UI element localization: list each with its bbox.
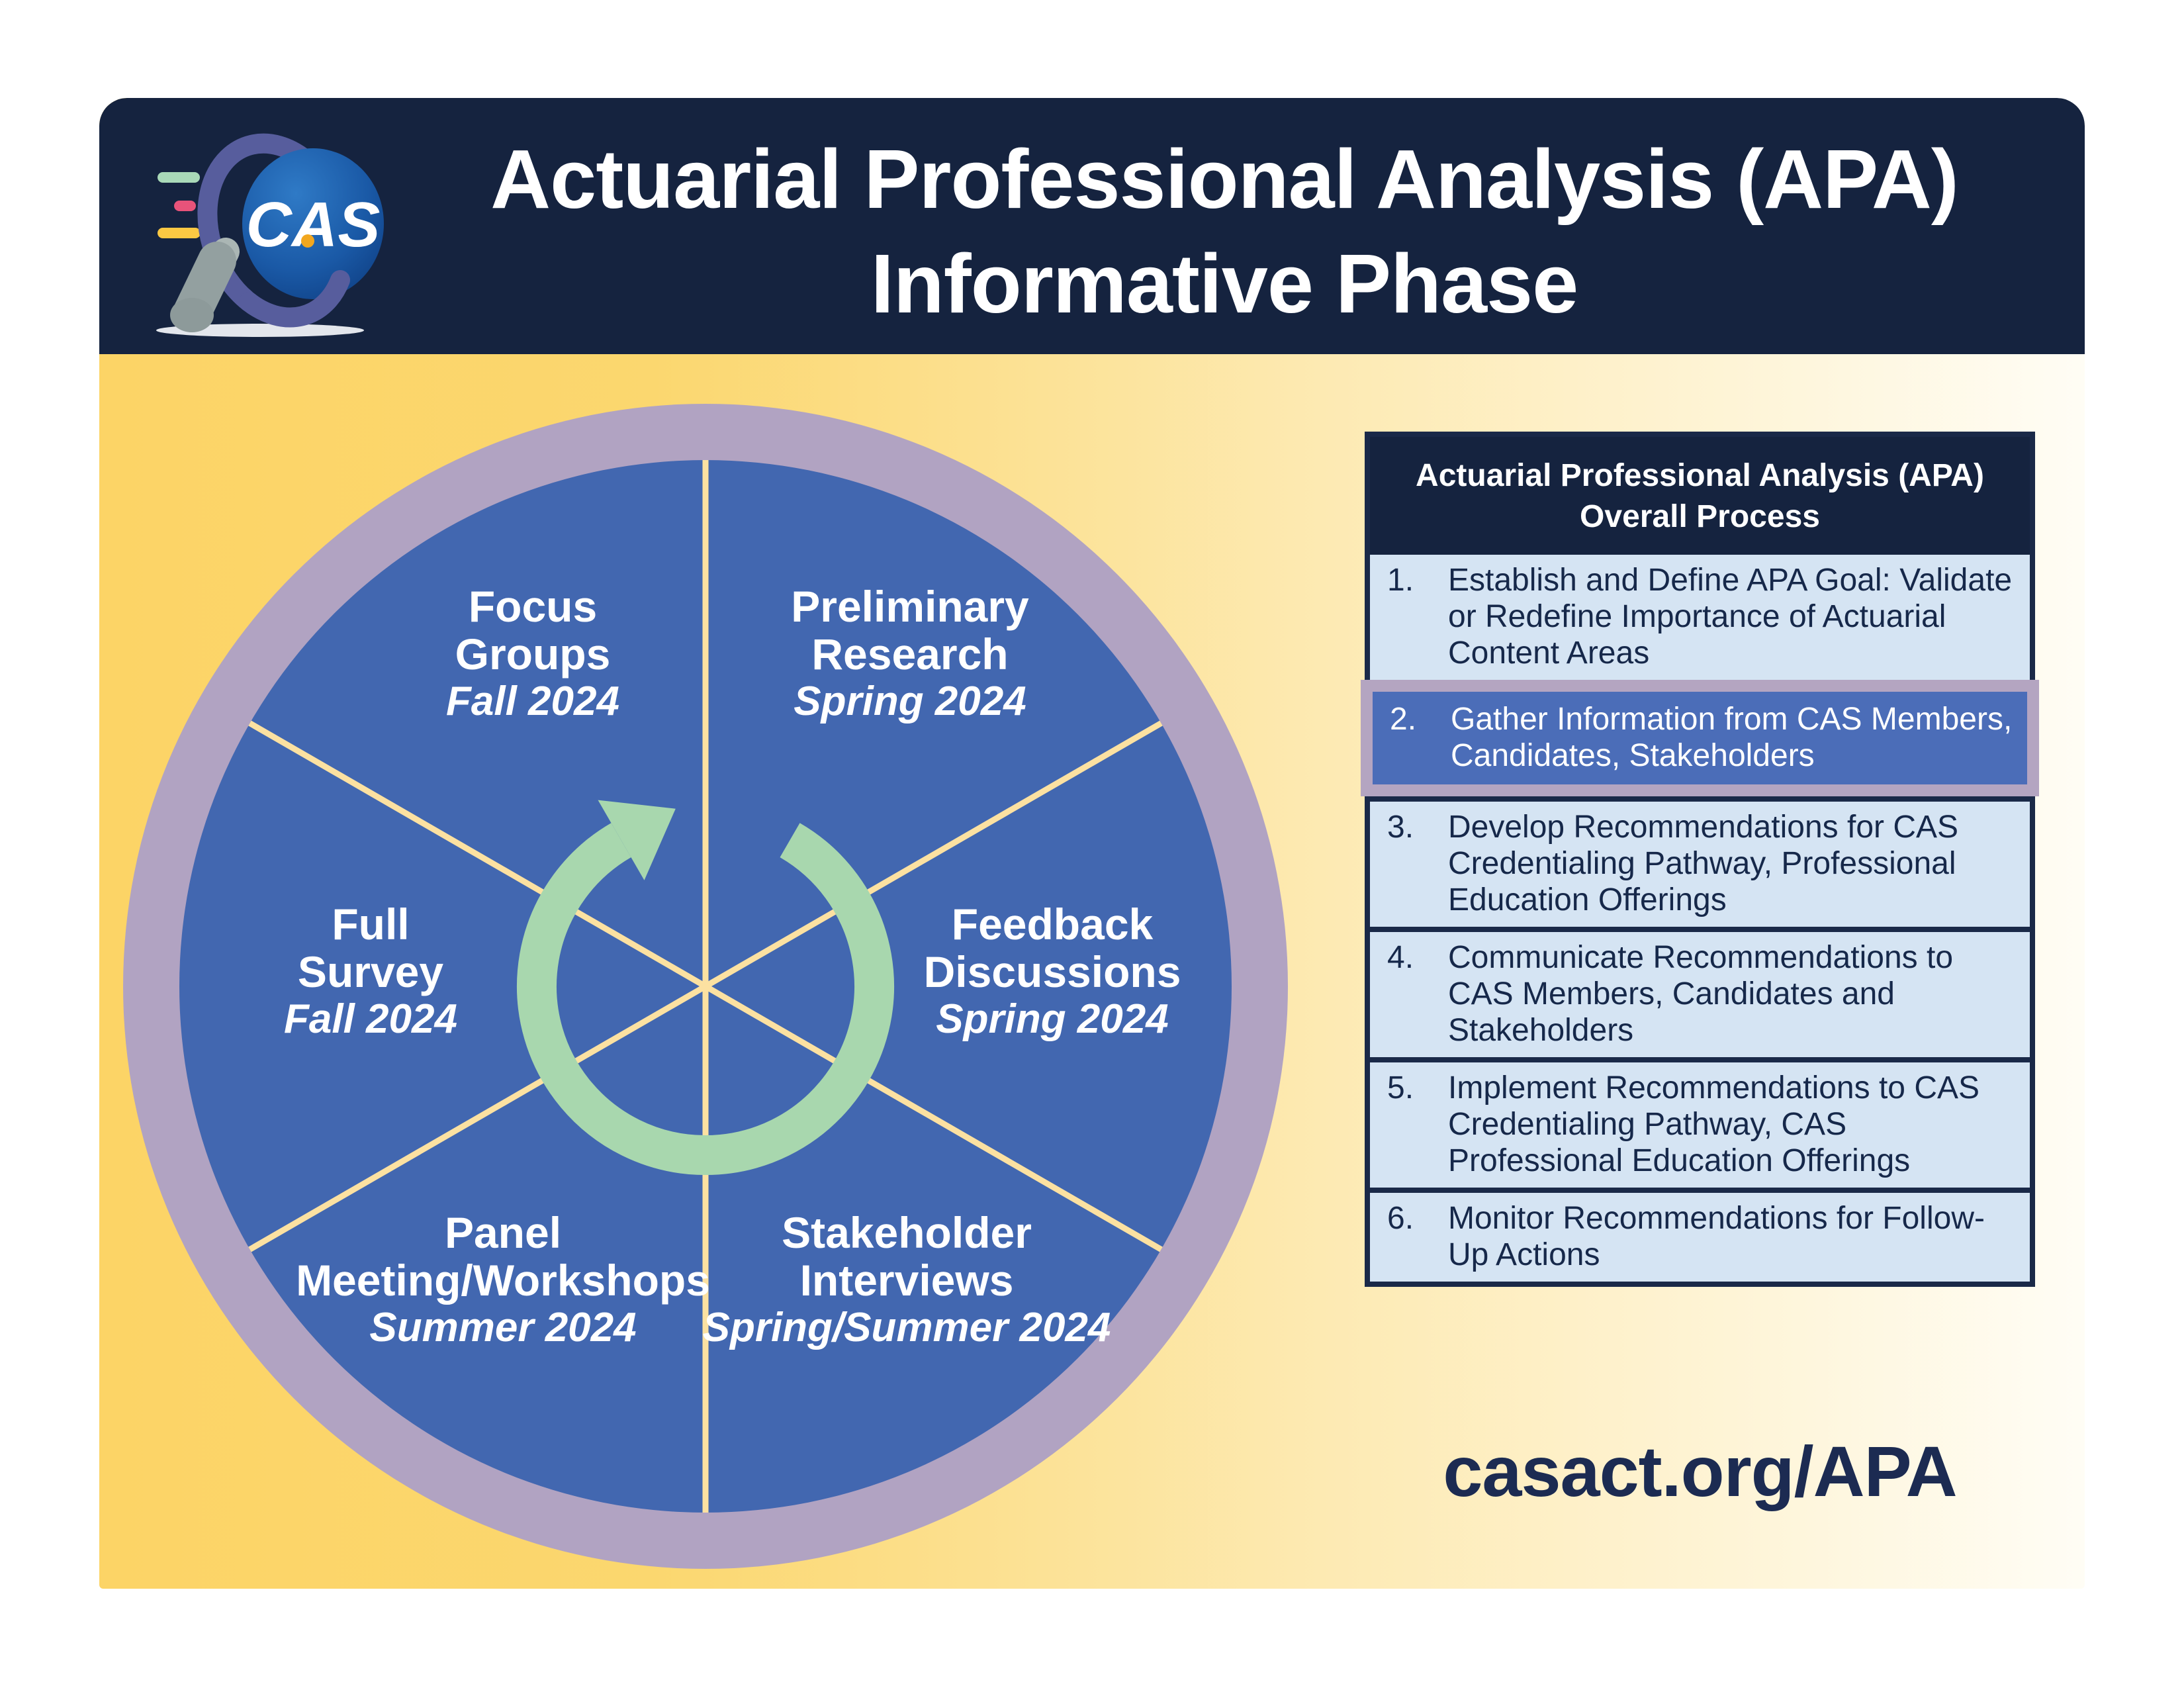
cycle-segment-full-survey: Full Survey Fall 2024: [284, 900, 457, 1043]
dash-yellow-icon: [158, 228, 201, 238]
process-panel-title-line2: Overall Process: [1580, 499, 1820, 534]
cas-magnifier-logo-icon: CAS: [156, 133, 384, 337]
handle-cap-icon: [170, 298, 214, 332]
infographic-card: CAS Actuarial Professional Analysis (APA…: [99, 98, 2085, 1589]
segment-date: Summer 2024: [369, 1305, 637, 1350]
segment-label: Survey: [297, 947, 444, 996]
process-step-1: 1. Establish and Define APA Goal: Valida…: [1370, 555, 2030, 680]
website-url: casact.org/APA: [1443, 1431, 1957, 1511]
dash-green-icon: [158, 172, 200, 183]
step-text: Develop Recommendations for CAS Credenti…: [1448, 810, 1959, 917]
segment-date: Fall 2024: [446, 679, 619, 724]
cycle-segment-stakeholder-interviews: Stakeholder Interviews Spring/Summer 202…: [703, 1209, 1111, 1352]
segment-date: Spring/Summer 2024: [702, 1305, 1111, 1350]
segment-label: Interviews: [799, 1256, 1014, 1305]
process-panel-title-line1: Actuarial Professional Analysis (APA): [1416, 458, 1984, 493]
process-step-6: 6. Monitor Recommendations for Follow-Up…: [1370, 1188, 2030, 1282]
step-text: Implement Recommendations to CAS Credent…: [1448, 1070, 1980, 1178]
segment-date: Fall 2024: [284, 996, 457, 1042]
globe-icon: [242, 148, 384, 299]
process-panel-title: Actuarial Professional Analysis (APA) Ov…: [1370, 437, 2030, 555]
page-title: Actuarial Professional Analysis (APA) In…: [377, 127, 2071, 336]
segment-label: Discussions: [923, 947, 1181, 996]
step-number: 5.: [1387, 1070, 1414, 1105]
cycle-arrow-icon: [517, 800, 894, 1175]
step-text: Communicate Recommendations to CAS Membe…: [1448, 940, 1954, 1048]
segment-label: Feedback: [951, 900, 1154, 949]
segment-label: Preliminary: [791, 582, 1029, 631]
step-text: Monitor Recommendations for Follow-Up Ac…: [1448, 1201, 1985, 1272]
cycle-segment-preliminary-research: Preliminary Research Spring 2024: [791, 583, 1029, 726]
cycle-segment-feedback-discussions: Feedback Discussions Spring 2024: [924, 900, 1181, 1043]
step-number: 6.: [1387, 1201, 1414, 1236]
cycle-segment-panel-meeting-workshops: Panel Meeting/Workshops Summer 2024: [296, 1209, 710, 1352]
step-text: Establish and Define APA Goal: Validate …: [1448, 563, 2013, 671]
cycle-arrow-head: [598, 800, 676, 880]
cycle-segment-focus-groups: Focus Groups Fall 2024: [446, 583, 619, 726]
segment-date: Spring 2024: [936, 996, 1169, 1042]
segment-label: Research: [811, 630, 1009, 679]
segment-label: Panel: [444, 1208, 562, 1257]
segment-label: Meeting/Workshops: [296, 1256, 710, 1305]
segment-label: Focus: [468, 582, 598, 631]
segment-label: Full: [332, 900, 410, 949]
step-number: 3.: [1387, 810, 1414, 845]
cycle-arrow-arc: [517, 823, 894, 1175]
logo-orange-dot-icon: [301, 234, 314, 248]
segment-label: Groups: [455, 630, 611, 679]
page-title-line1: Actuarial Professional Analysis (APA): [490, 132, 1959, 226]
process-step-4: 4. Communicate Recommendations to CAS Me…: [1370, 927, 2030, 1057]
page-title-line2: Informative Phase: [870, 237, 1578, 330]
overall-process-panel: Actuarial Professional Analysis (APA) Ov…: [1361, 432, 2039, 1287]
logo-shadow: [156, 324, 364, 337]
process-step-2: 2. Gather Information from CAS Members, …: [1373, 692, 2027, 784]
process-step-5: 5. Implement Recommendations to CAS Cred…: [1370, 1057, 2030, 1188]
step-number: 4.: [1387, 940, 1414, 975]
segment-label: Stakeholder: [782, 1208, 1032, 1257]
magnifier-ring-front-icon: [239, 270, 350, 328]
logo-cas-text: CAS: [246, 189, 381, 260]
step-text: Gather Information from CAS Members, Can…: [1451, 702, 2013, 773]
segment-date: Spring 2024: [794, 679, 1026, 724]
step-number: 2.: [1390, 702, 1417, 737]
step-number: 1.: [1387, 563, 1414, 598]
process-step-3: 3. Develop Recommendations for CAS Crede…: [1370, 796, 2030, 927]
dash-pink-icon: [174, 201, 196, 211]
process-step-2-highlight-frame: 2. Gather Information from CAS Members, …: [1361, 680, 2039, 796]
header-band: CAS Actuarial Professional Analysis (APA…: [99, 98, 2085, 354]
